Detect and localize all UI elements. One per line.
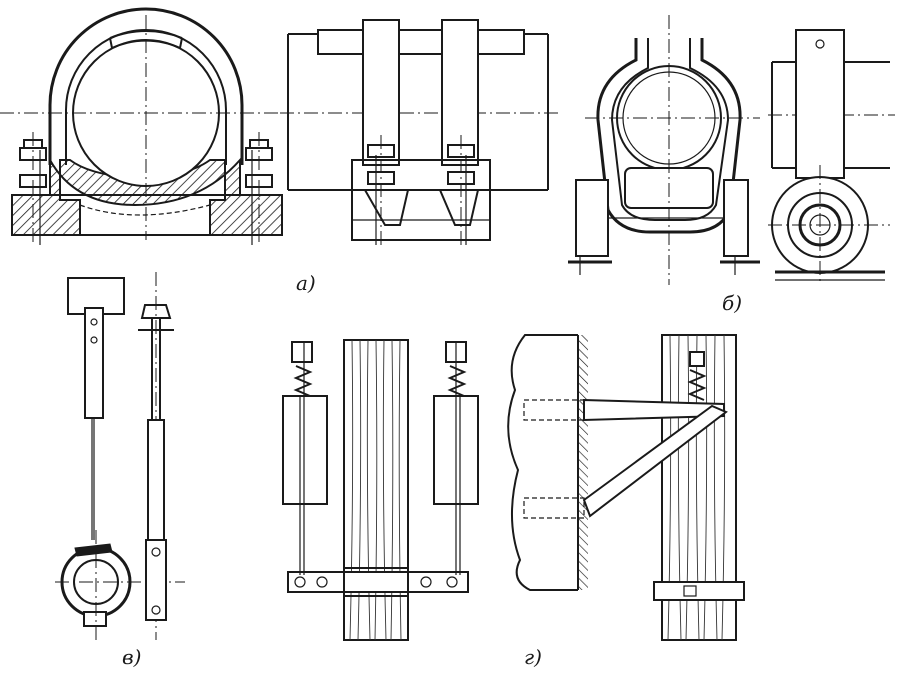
fig-a-end-view <box>0 7 290 245</box>
label-fig-a: а) <box>296 271 316 295</box>
fig-a-side-view <box>280 19 560 245</box>
label-fig-v: в) <box>122 645 141 669</box>
label-fig-g: г) <box>524 645 542 669</box>
label-fig-b: б) <box>722 291 742 315</box>
fig-g-spring-hangers <box>282 339 479 641</box>
fig-b-roller-end-view <box>568 15 760 285</box>
fig-b-side-view <box>768 29 895 285</box>
fig-v-hanger <box>55 272 185 640</box>
fig-g-wall-bracket <box>507 334 745 641</box>
